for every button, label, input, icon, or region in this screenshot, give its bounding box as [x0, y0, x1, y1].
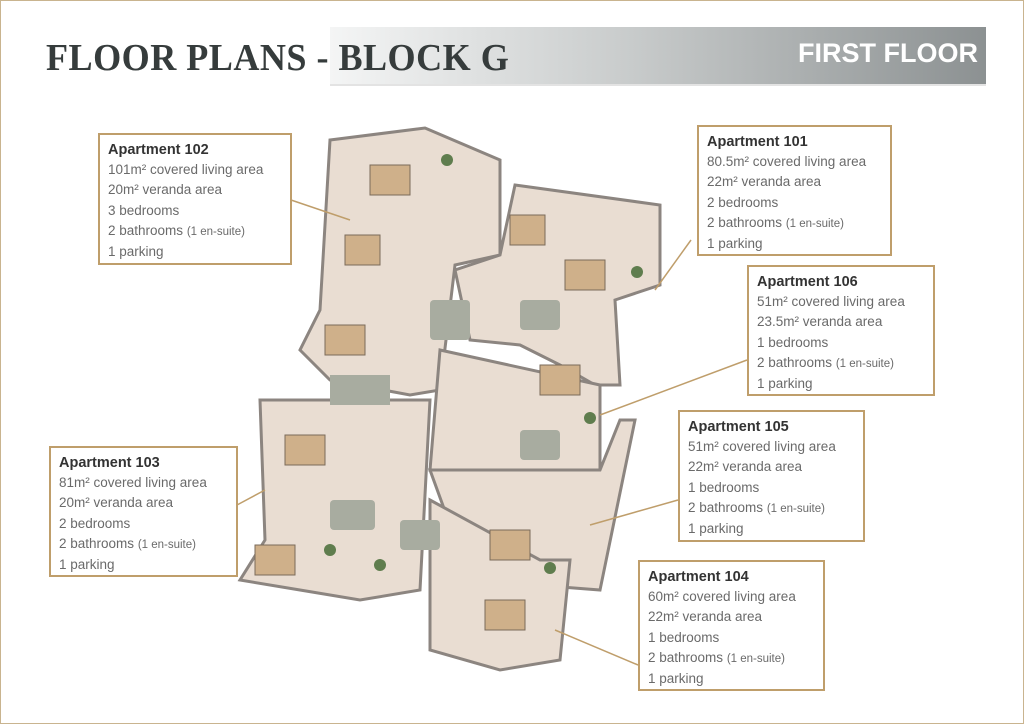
ensuite: (1 en-suite) [766, 502, 825, 515]
bedrooms: 3 bedrooms [108, 202, 180, 218]
ensuite: (1 en-suite) [835, 357, 894, 370]
veranda-area: 22m² veranda area [707, 174, 822, 190]
apartment-104-plan [428, 497, 572, 672]
apartment-name: Apartment 105 [688, 419, 789, 435]
parking: 1 parking [688, 521, 744, 537]
apartment-name: Apartment 106 [757, 274, 858, 290]
bathrooms-count: 2 bathrooms [688, 499, 764, 515]
parking: 1 parking [707, 236, 763, 252]
bathrooms: 2 bathrooms (1 en-suite) [59, 534, 228, 555]
parking: 1 parking [648, 671, 704, 687]
bathrooms: 2 bathrooms (1 en-suite) [757, 353, 925, 374]
bathrooms-count: 2 bathrooms [648, 649, 724, 665]
page-title: FLOOR PLANS - BLOCK G [46, 37, 510, 79]
veranda-area: 20m² veranda area [59, 495, 174, 511]
bathrooms-count: 2 bathrooms [59, 535, 135, 551]
ensuite: (1 en-suite) [726, 652, 785, 665]
veranda-area: 23.5m² veranda area [757, 314, 883, 330]
living-area: 60m² covered living area [648, 589, 796, 605]
bathrooms: 2 bathrooms (1 en-suite) [108, 221, 282, 242]
living-area: 51m² covered living area [757, 294, 905, 310]
veranda-area: 20m² veranda area [108, 182, 223, 198]
bathrooms: 2 bathrooms (1 en-suite) [648, 648, 815, 669]
apartment-103-info: Apartment 103 81m² covered living area 2… [49, 446, 238, 577]
apartment-105-info: Apartment 105 51m² covered living area 2… [678, 410, 865, 542]
apartment-106-info: Apartment 106 51m² covered living area 2… [747, 265, 935, 396]
ensuite: (1 en-suite) [785, 217, 844, 230]
living-area: 51m² covered living area [688, 439, 836, 455]
bathrooms-count: 2 bathrooms [757, 354, 833, 370]
apartment-name: Apartment 104 [648, 569, 749, 585]
living-area: 101m² covered living area [108, 162, 264, 178]
bedrooms: 2 bedrooms [707, 194, 779, 210]
apartment-101-info: Apartment 101 80.5m² covered living area… [697, 125, 892, 256]
parking: 1 parking [108, 244, 164, 260]
veranda-area: 22m² veranda area [648, 609, 763, 625]
floor-label: FIRST FLOOR [798, 38, 978, 68]
header-bar [330, 27, 986, 86]
living-area: 80.5m² covered living area [707, 154, 867, 170]
bedrooms: 1 bedrooms [648, 629, 720, 645]
apartment-name: Apartment 103 [59, 455, 160, 471]
bathrooms-count: 2 bathrooms [108, 222, 184, 238]
bathrooms-count: 2 bathrooms [707, 214, 783, 230]
bathrooms: 2 bathrooms (1 en-suite) [707, 213, 882, 234]
apartment-name: Apartment 102 [108, 142, 209, 158]
bedrooms: 1 bedrooms [688, 479, 760, 495]
bedrooms: 1 bedrooms [757, 334, 829, 350]
apartment-name: Apartment 101 [707, 134, 808, 150]
bedrooms: 2 bedrooms [59, 515, 131, 531]
ensuite: (1 en-suite) [186, 225, 245, 238]
apartment-102-info: Apartment 102 101m² covered living area … [98, 133, 292, 265]
bathrooms: 2 bathrooms (1 en-suite) [688, 498, 855, 519]
living-area: 81m² covered living area [59, 475, 207, 491]
ensuite: (1 en-suite) [137, 538, 196, 551]
parking: 1 parking [757, 376, 813, 392]
apartment-104-info: Apartment 104 60m² covered living area 2… [638, 560, 825, 691]
veranda-area: 22m² veranda area [688, 459, 803, 475]
parking: 1 parking [59, 557, 115, 573]
